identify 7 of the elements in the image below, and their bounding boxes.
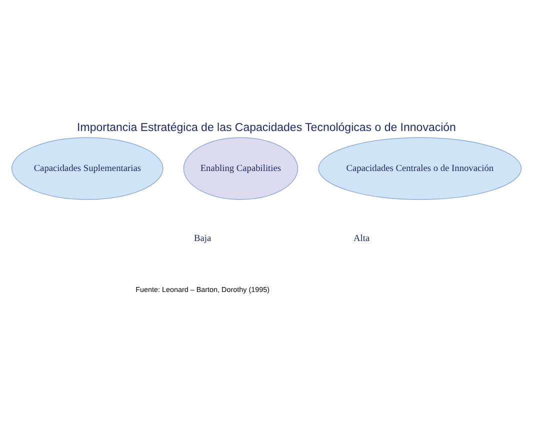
node-ellipse: Capacidades Suplementarias <box>11 136 164 200</box>
label: Baja <box>194 233 212 244</box>
label: Alta <box>354 233 370 244</box>
label: Fuente: Leonard – Barton, Dorothy (1995) <box>136 284 270 294</box>
node-ellipse: Enabling Capabilities <box>183 136 298 200</box>
diagram-title: Importancia Estratégica de las Capacidades Tecnológicas o de Innovación <box>77 121 456 134</box>
node-ellipse: Capacidades Centrales o de Innovación <box>318 136 522 200</box>
